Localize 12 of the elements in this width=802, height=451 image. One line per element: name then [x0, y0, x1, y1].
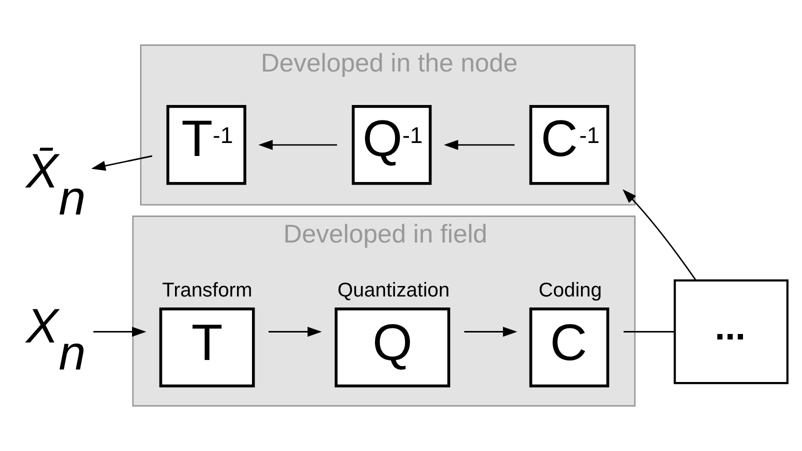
node-label: Transform: [162, 279, 252, 302]
arrow: [464, 326, 518, 337]
arrow: [444, 140, 515, 150]
connector: [624, 331, 674, 332]
arrow: [93, 326, 146, 337]
node-label: Coding: [538, 279, 602, 302]
node-label: Quantization: [338, 279, 450, 302]
arrow: [91, 155, 152, 171]
arrow: [268, 326, 322, 337]
arrow: [622, 189, 696, 280]
arrow: [258, 140, 337, 150]
node-box: ...: [674, 279, 789, 384]
